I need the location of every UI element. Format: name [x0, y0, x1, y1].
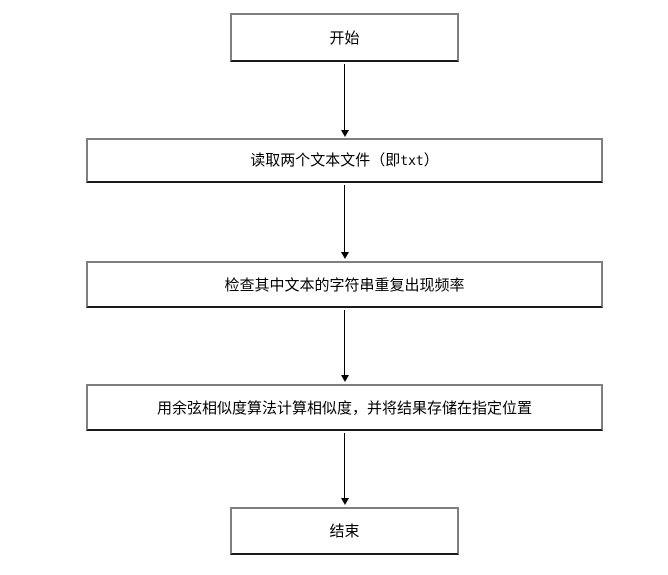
- node-read-files-label-suffix: ）: [423, 151, 439, 170]
- connector-check-to-cosine: [340, 310, 349, 382]
- connector-cosine-to-end: [340, 433, 349, 505]
- flowchart-node-cosine-similarity: 用余弦相似度算法计算相似度，并将结果存储在指定位置: [86, 384, 603, 431]
- connector-line: [344, 433, 345, 498]
- arrow-down-icon: [340, 375, 349, 382]
- node-end-label: 结束: [329, 522, 360, 540]
- arrow-down-icon: [340, 252, 349, 259]
- flowchart-node-start: 开始: [230, 13, 459, 62]
- node-read-files-label: 读取两个文本文件（即txt）: [250, 151, 439, 170]
- arrow-down-icon: [340, 130, 349, 137]
- connector-line: [344, 310, 345, 375]
- node-read-files-label-code: txt: [400, 154, 424, 170]
- node-cosine-similarity-label: 用余弦相似度算法计算相似度，并将结果存储在指定位置: [156, 398, 532, 417]
- connector-read-to-check: [340, 185, 349, 259]
- arrow-down-icon: [340, 498, 349, 505]
- node-check-frequency-label: 检查其中文本的字符串重复出现频率: [224, 275, 465, 294]
- flowchart-node-read-files: 读取两个文本文件（即txt）: [86, 138, 603, 183]
- connector-start-to-read: [340, 64, 349, 137]
- flowchart-node-check-frequency: 检查其中文本的字符串重复出现频率: [86, 261, 603, 308]
- connector-line: [344, 64, 345, 130]
- flowchart-node-end: 结束: [230, 507, 459, 555]
- node-read-files-label-prefix: 读取两个文本文件（即: [250, 151, 401, 170]
- node-start-label: 开始: [329, 28, 360, 47]
- connector-line: [344, 185, 345, 252]
